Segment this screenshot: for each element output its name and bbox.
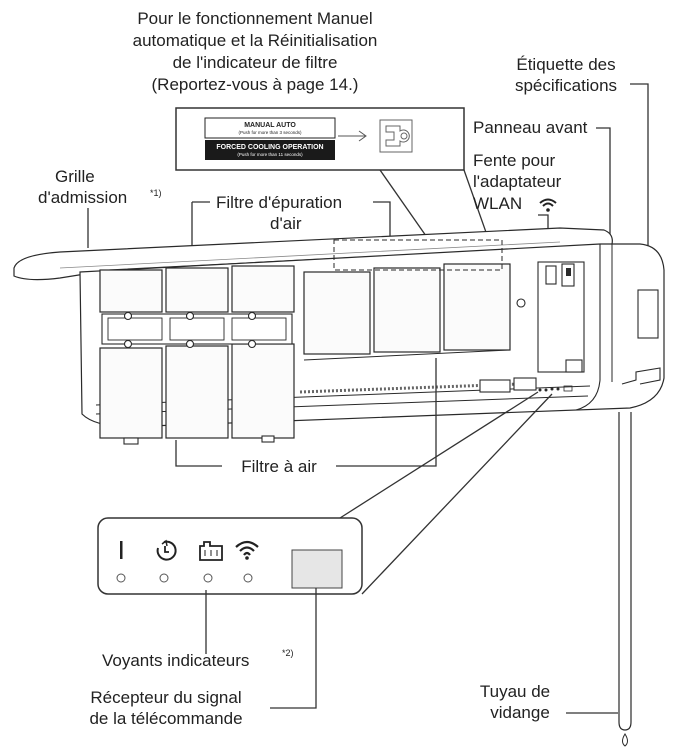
wlan-slot — [516, 261, 585, 373]
air-filter-right — [303, 239, 537, 393]
receiver-label: Récepteur du signal de la télécommande — [89, 688, 242, 728]
zoom-leader-bottom — [361, 393, 553, 595]
louver — [299, 382, 521, 394]
button-outline-icon — [379, 119, 413, 153]
spec-line-1: Étiquette des — [516, 55, 615, 74]
timer-led — [159, 573, 169, 583]
intake-line-1: Grille — [55, 167, 95, 186]
purify-line-2: d'air — [270, 214, 302, 233]
water-drop-icon — [622, 733, 628, 747]
zoom-leader-top — [339, 391, 539, 519]
front-panel-leader — [596, 127, 611, 240]
drain-line-2: vidange — [490, 703, 550, 722]
intake-note: *1) — [150, 188, 162, 198]
purification-filter-slot — [333, 239, 503, 271]
spec-label-sticker — [637, 289, 659, 339]
drain-line-1: Tuyau de — [480, 682, 550, 701]
forced-cooling-block — [205, 140, 335, 160]
receiver-line-1: Récepteur du signal — [90, 688, 241, 707]
manual-auto-text: MANUAL AUTO — [244, 122, 296, 129]
indicators-note: *2) — [282, 648, 294, 658]
button-panel-inset: MANUAL AUTO (Push for more than 3 second… — [175, 107, 465, 171]
purification-filter-label: Filtre d'épuration d'air — [216, 193, 342, 233]
drain-hose — [618, 412, 632, 747]
manual-auto-button — [204, 117, 336, 139]
arrow-icon — [338, 130, 367, 142]
wlan-slot-label: Fente pour l'adaptateur WLAN — [473, 151, 562, 213]
intake-grille-label: Grille d'admission *1) — [38, 167, 162, 207]
wifi-indicator-icon — [235, 540, 259, 560]
spec-line-2: spécifications — [515, 76, 617, 95]
indicator-panel — [97, 517, 363, 595]
wifi-icon — [539, 198, 557, 212]
forced-cooling-text: FORCED COOLING OPERATION — [216, 144, 323, 151]
air-filter-left — [99, 265, 295, 445]
drain-bracket — [621, 367, 661, 385]
air-filter-label: Filtre à air — [241, 457, 317, 476]
front-panel-label: Panneau avant — [473, 118, 588, 137]
ac-unit — [13, 227, 665, 445]
wlan-line-2: l'adaptateur — [473, 172, 562, 191]
air-filter-leader — [175, 358, 437, 467]
manual-operation-label: Pour le fonctionnement Manuel automatiqu… — [133, 9, 378, 94]
intake-line-2: d'admission — [38, 188, 127, 207]
timer-icon — [156, 539, 177, 561]
receiver-leader — [270, 588, 317, 709]
manual-auto-sub-text: (Push for more than 3 seconds) — [238, 130, 302, 135]
power-icon — [120, 541, 123, 559]
power-led — [116, 573, 126, 583]
purify-line-1: Filtre d'épuration — [216, 193, 342, 212]
filter-icon — [199, 541, 223, 561]
inset-frame — [175, 107, 465, 171]
spec-label: Étiquette des spécifications — [515, 55, 617, 95]
drain-hose-label: Tuyau de vidange — [480, 682, 550, 722]
indicators-label: Voyants indicateurs — [102, 651, 249, 670]
forced-cooling-sub-text: (Push for more than 11 seconds) — [237, 152, 303, 157]
purification-frame-left — [101, 313, 293, 345]
receiver-line-2: de la télécommande — [89, 709, 242, 728]
remote-receiver-window — [291, 549, 343, 589]
manual-line-3: de l'indicateur de filtre — [173, 53, 338, 72]
spec-leader-line — [630, 83, 649, 292]
manual-line-4: (Reportez-vous à page 14.) — [152, 75, 359, 94]
purify-leader-right — [373, 201, 391, 250]
wifi-led — [243, 573, 253, 583]
filter-led — [203, 573, 213, 583]
wlan-line-1: Fente pour — [473, 151, 556, 170]
front-panel — [13, 227, 613, 281]
manual-line-2: automatique et la Réinitialisation — [133, 31, 378, 50]
manual-line-1: Pour le fonctionnement Manuel — [137, 9, 372, 28]
unit-indicators — [538, 385, 573, 392]
wlan-line-3: WLAN — [473, 194, 522, 213]
